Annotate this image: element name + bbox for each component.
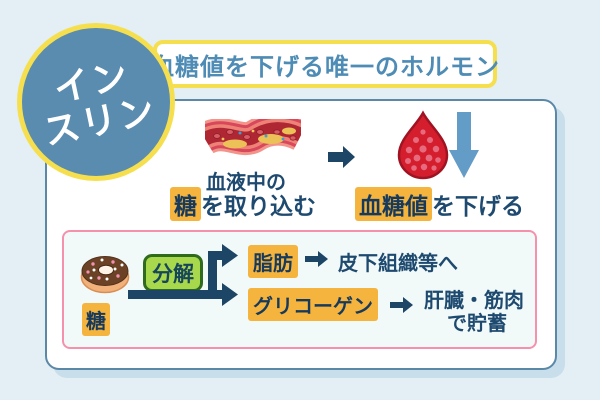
insulin-title-text: イン スリン (40, 53, 161, 153)
right-arrow-icon (328, 146, 355, 168)
insulin-title-badge: イン スリン (17, 23, 175, 181)
breakdown-box (62, 230, 537, 349)
down-arrow-icon (449, 112, 479, 178)
blood-sugar-highlight: 血糖値 (355, 187, 432, 221)
header-title: 血糖値を下げる唯一のホルモン (150, 53, 500, 81)
fat-destination: 皮下組織等へ (338, 253, 458, 275)
branch-arrow-icon (128, 244, 238, 306)
fat-label: 脂肪 (248, 245, 298, 278)
glycogen-destination: 肝臓・筋肉 で貯蓄 (424, 290, 524, 335)
right-arrow-icon (390, 297, 413, 313)
uptake-caption-top: 血液中の (206, 172, 286, 194)
sugar-highlight: 糖 (170, 187, 201, 221)
uptake-caption-line: 糖を取り込む (170, 187, 316, 221)
sugar-source-label: 糖 (82, 303, 110, 336)
blood-drop-icon (397, 110, 449, 180)
right-arrow-icon (305, 251, 328, 267)
glycogen-label: グリコーゲン (248, 288, 378, 321)
donut-icon (80, 256, 130, 294)
result-caption-line: 血糖値を下げる (355, 187, 524, 221)
blood-vessel-icon (205, 119, 301, 156)
header-banner: 血糖値を下げる唯一のホルモン (150, 40, 500, 88)
